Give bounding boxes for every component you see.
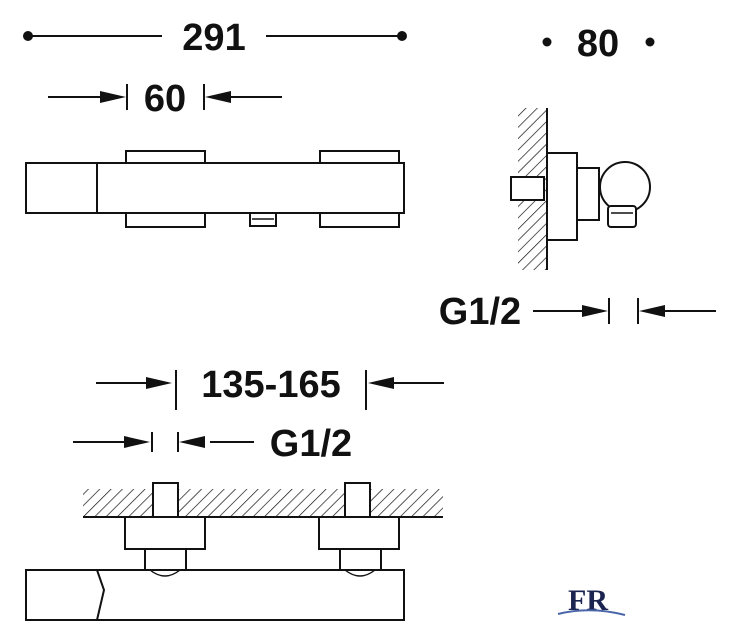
right-nut (318, 516, 400, 550)
dimension-inlet: G1/2 (73, 423, 352, 465)
dimension-depth: 80 (542, 23, 655, 65)
arrowhead-left (179, 436, 205, 448)
left-wall-connector (152, 482, 179, 518)
front-view-top: 291 60 (23, 17, 407, 228)
mixer-body (25, 162, 405, 214)
arrowhead-right (124, 436, 150, 448)
arrowhead-right (100, 91, 126, 103)
dimension-overall-length: 291 (23, 17, 407, 59)
dimension-endpoint-right (645, 37, 655, 47)
right-inlet (339, 548, 382, 571)
wall-horizontal (83, 489, 443, 518)
mixer-body-side (546, 152, 578, 241)
handle-width-label: 60 (144, 78, 186, 120)
left-inlet-curve (149, 569, 181, 577)
logo-swoosh (557, 609, 626, 616)
dimension-center-distance: 135-165 (96, 364, 444, 410)
left-inlet (144, 548, 187, 571)
side-view: 80 G1/2 (439, 23, 716, 333)
installation-view: 135-165 G1/2 (25, 364, 444, 621)
knob-side (599, 161, 651, 213)
dimension-endpoint-left (542, 37, 552, 47)
dimension-handle-width: 60 (48, 78, 282, 120)
dimension-outlet-side: G1/2 (439, 291, 716, 333)
connection-top-label: G1/2 (439, 291, 521, 333)
overall-length-label: 291 (182, 17, 245, 59)
right-inlet-curve (344, 569, 376, 577)
mixer-body-bottom (25, 569, 405, 621)
arrowhead-right (146, 377, 172, 389)
left-nut (124, 516, 206, 550)
spout-divider-bottom (96, 569, 106, 621)
depth-label: 80 (577, 23, 619, 65)
wall-connector (510, 176, 545, 201)
center-distance-label: 135-165 (201, 364, 340, 406)
brand-logo: FR (557, 584, 626, 617)
wall-hatching (83, 489, 443, 517)
dimension-endpoint-right (397, 31, 407, 41)
outlet-side (607, 205, 637, 228)
arrowhead-right (582, 305, 608, 317)
mixer-body-front (25, 150, 405, 228)
connection-bottom-label: G1/2 (270, 423, 352, 465)
mixer-body-front-part (576, 167, 600, 221)
right-wall-connector (344, 482, 371, 518)
